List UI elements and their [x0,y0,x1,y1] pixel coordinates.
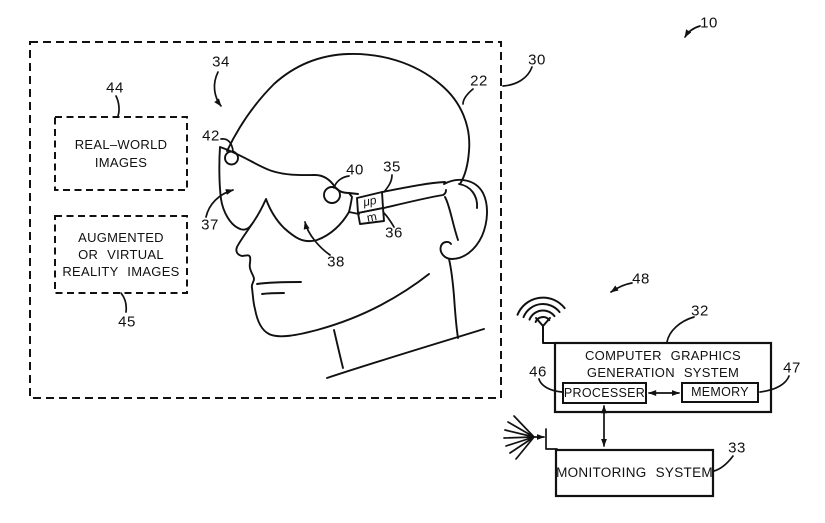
processor-box [562,382,647,404]
ref-45: 45 [118,313,136,331]
temple-arm-bottom [383,189,447,209]
ref-46: 46 [529,363,547,381]
memory-label: MEMORY [691,385,749,400]
ear-inner-line [444,196,459,241]
real-world-images-dashed-box [54,116,188,191]
arrow-38 [303,221,331,256]
arrow-10 [684,25,701,38]
ref-42: 42 [202,127,220,145]
leader-44 [115,95,120,117]
real-world-images-text: REAL–WORLD IMAGES [55,117,187,190]
leader-32 [666,316,695,343]
microprocessor-chip-label: μp [361,193,378,210]
leader-46 [538,378,563,393]
neck-front-line [333,329,344,369]
leader-40 [333,175,350,189]
ear-outline [439,178,488,260]
ar-vr-images-dashed-box [54,215,188,294]
ref-22: 22 [470,72,488,90]
arrow-34 [213,71,222,107]
cgs-title-line2: GENERATION SYSTEM [586,365,740,381]
face-profile-line [235,223,430,338]
arrow-48 [610,282,633,293]
computer-graphics-generation-system-box [553,341,773,414]
ar-vr-images-text: AUGMENTED OR VIRTUAL REALITY IMAGES [55,216,187,293]
temple-tip-hook [458,183,478,209]
monitoring-system-label: MONITORING SYSTEM [556,465,713,481]
leader-35 [383,174,393,193]
leader-45 [120,292,128,313]
monitoring-system-box [554,448,715,498]
ar-vr-images-line2: OR VIRTUAL [78,246,164,262]
ref-47: 47 [783,359,801,377]
ref-33: 33 [728,439,746,457]
temple-arm-top [381,181,446,193]
ref-48: 48 [632,270,650,288]
ref-10: 10 [700,14,718,32]
ref-34: 34 [212,53,230,71]
ref-37: 37 [201,216,219,234]
processor-label: PROCESSER [563,385,646,400]
ar-vr-images-line1: AUGMENTED [78,229,164,245]
ref-40: 40 [346,161,364,179]
leader-47 [759,375,790,393]
front-camera-circle [224,150,239,166]
wireless-antenna-icon [516,296,566,344]
ref-30: 30 [528,51,546,69]
head-outline [226,53,471,185]
ref-44: 44 [106,79,124,97]
memory-box [681,382,759,403]
ref-35: 35 [383,158,401,176]
cgs-title: COMPUTER GRAPHICS GENERATION SYSTEM [555,344,771,385]
glasses-visor-outline [218,146,353,243]
leader-33 [713,455,734,472]
real-world-images-line1: REAL–WORLD [74,137,168,153]
memory-chip-label: m [365,209,377,225]
lower-lip-line [261,292,285,295]
ar-vr-images-line3: REALITY IMAGES [62,264,180,280]
side-camera-circle [323,186,341,204]
arrow-37 [205,189,234,218]
ref-32: 32 [691,302,709,320]
neck-back-line [448,258,459,339]
ref-38: 38 [327,253,345,271]
hmd-environment-dashed-boundary [29,41,502,399]
signal-rays-icon [503,415,558,460]
ref-36: 36 [385,224,403,242]
real-world-images-line2: IMAGES [94,154,148,170]
leader-42 [220,138,234,152]
cgs-title-line1: COMPUTER GRAPHICS [584,348,741,363]
shoulder-line [326,328,485,379]
mouth-line [256,281,302,285]
leader-36 [383,212,395,228]
leader-22 [462,88,474,105]
memory-chip-box [357,207,385,225]
leader-30 [502,66,533,87]
